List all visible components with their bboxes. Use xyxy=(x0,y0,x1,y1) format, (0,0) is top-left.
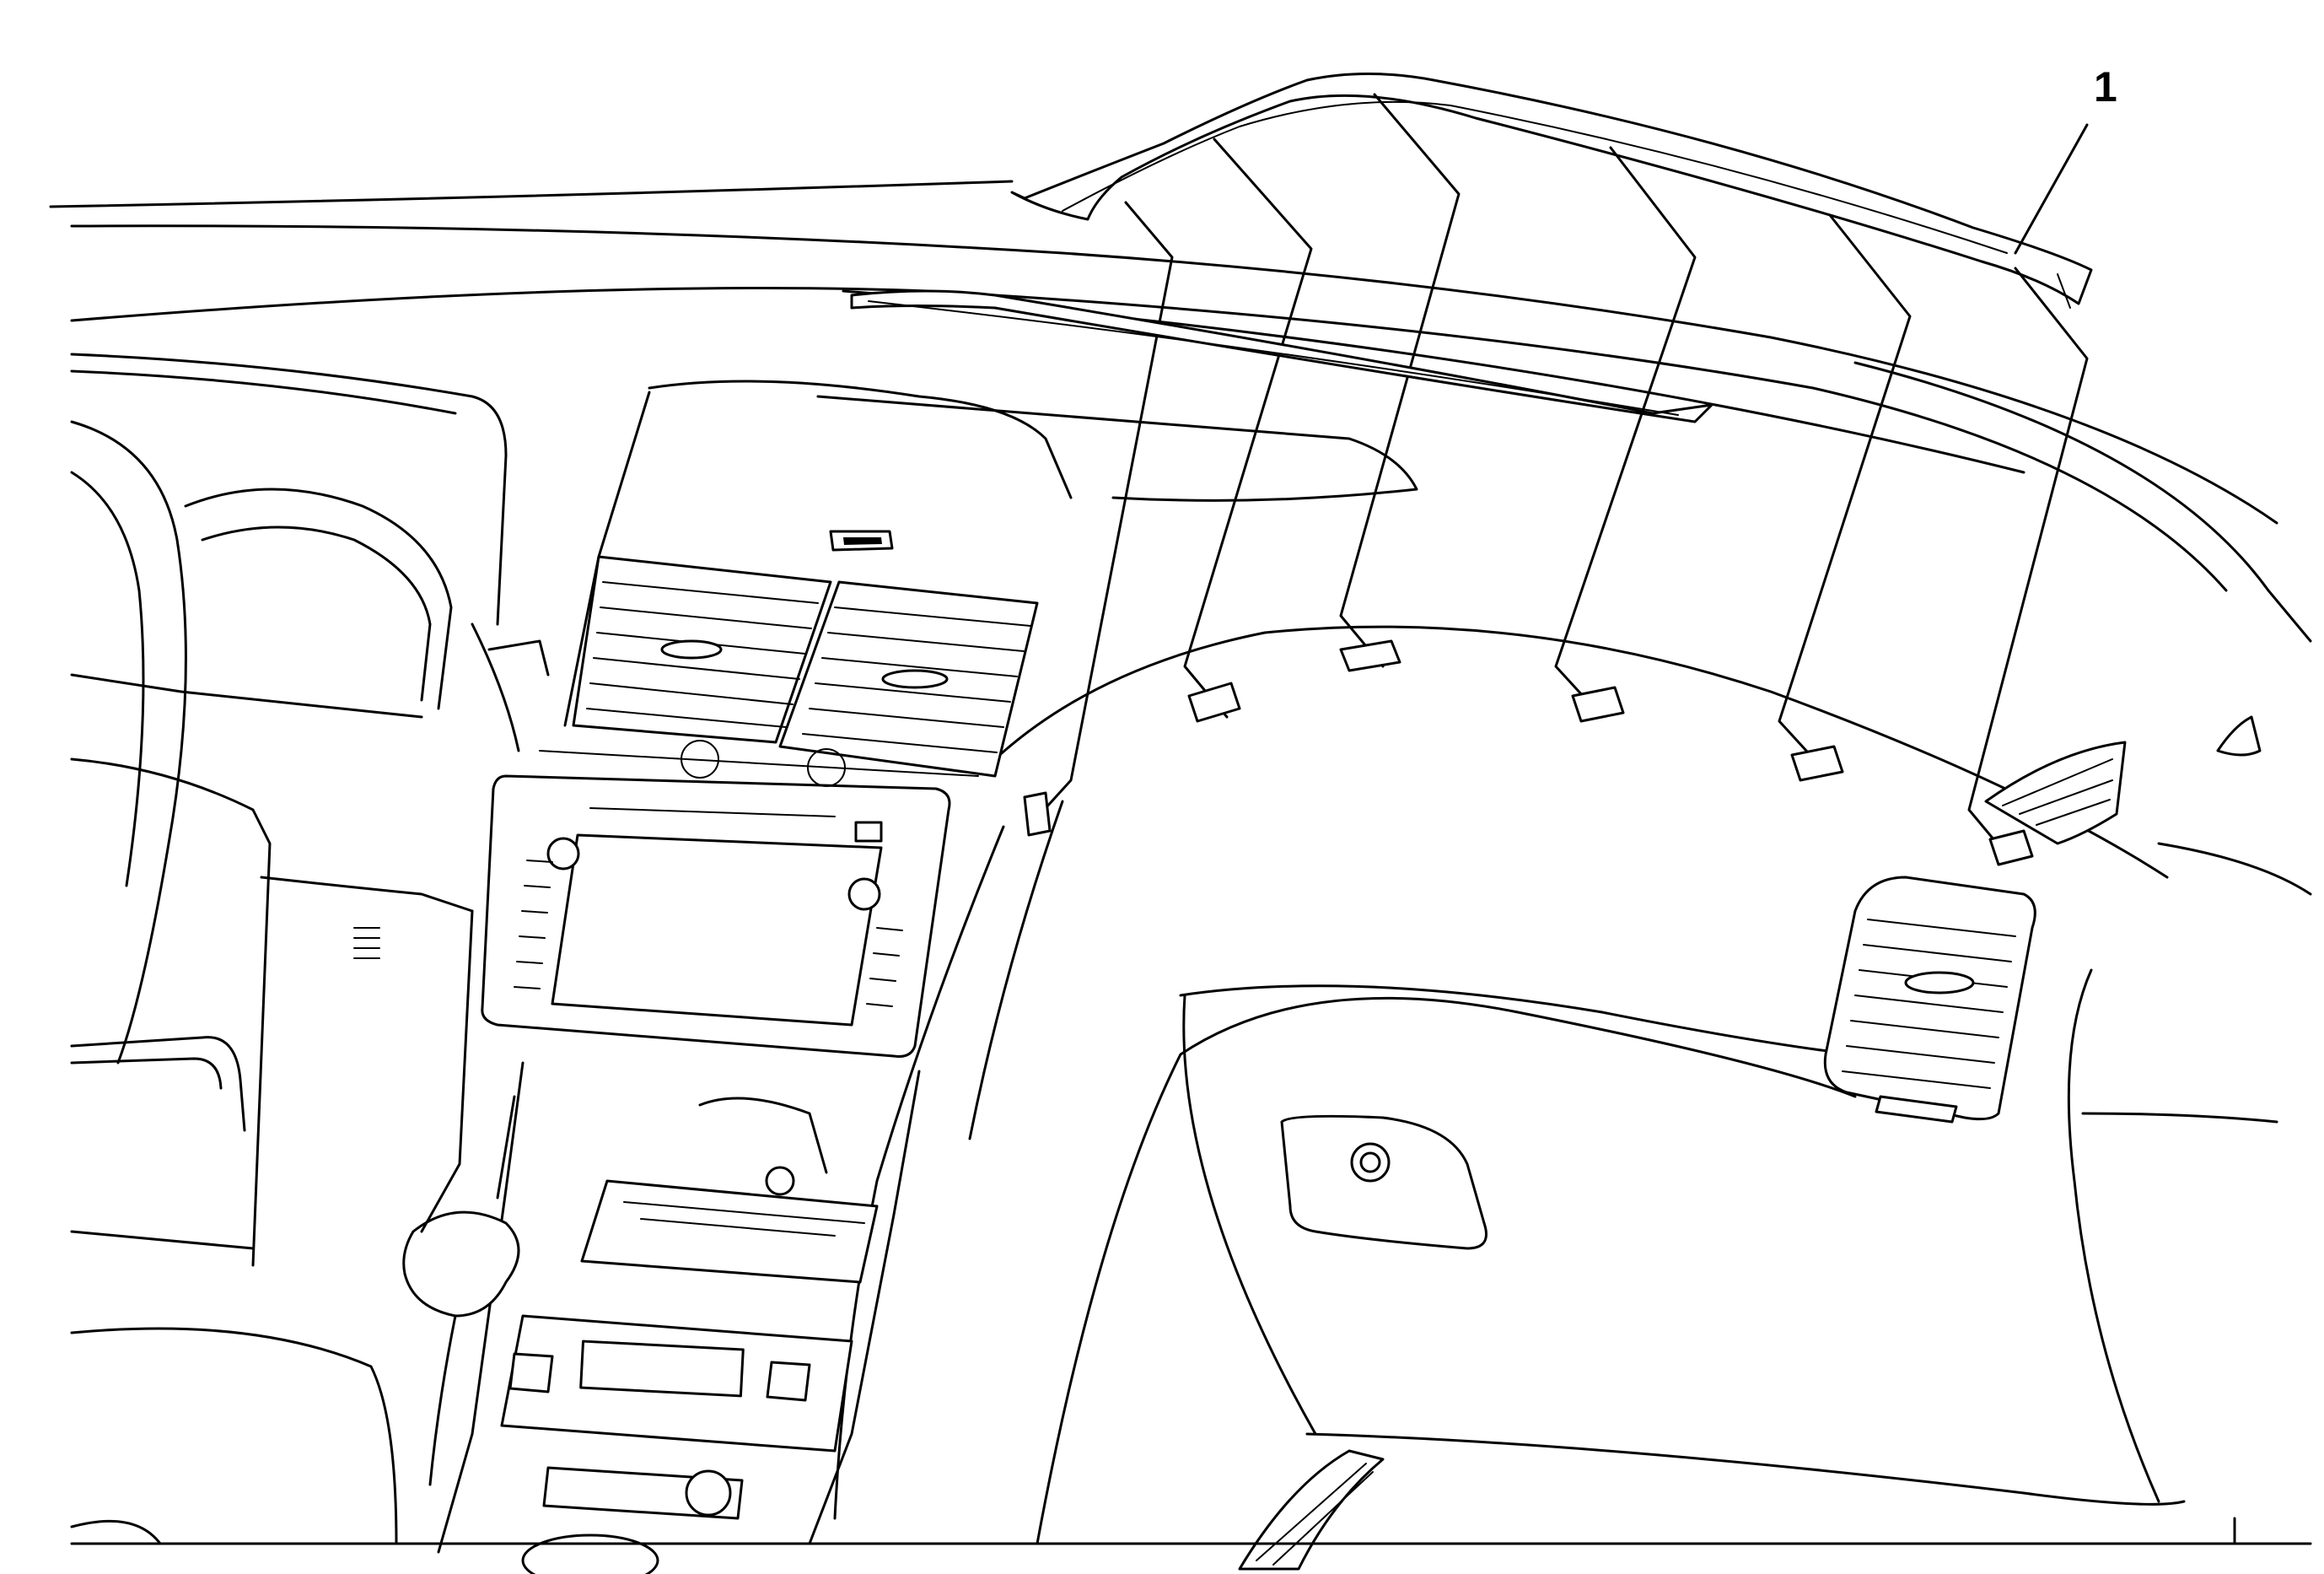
callout-1-leader xyxy=(2014,123,2089,255)
passenger-vent xyxy=(1823,876,2036,1124)
center-vent-left xyxy=(572,555,832,744)
center-stack-bezel xyxy=(471,623,550,1199)
clip-pockets xyxy=(1023,639,2034,866)
bottom-edge xyxy=(70,1517,2312,1545)
pedal-vents xyxy=(353,927,380,959)
glove-box xyxy=(1182,994,1487,1436)
center-console-lower xyxy=(437,1061,921,1574)
radio-display-unit xyxy=(481,740,979,1058)
callout-1-label: 1 xyxy=(2094,63,2117,111)
floor-vent xyxy=(1238,1449,1385,1571)
upper-trim-panel xyxy=(1010,73,2093,309)
driver-lower-panel xyxy=(70,757,474,1545)
clip-projection-lines xyxy=(1027,93,2089,862)
steering-wheel xyxy=(70,420,246,1132)
side-window-vent xyxy=(1984,715,2262,845)
center-vent-right xyxy=(778,580,1039,778)
defrost-vent xyxy=(850,289,1713,423)
instrument-cluster xyxy=(70,353,508,719)
shift-handle xyxy=(402,1210,520,1486)
callout-1: 1 xyxy=(2014,63,2117,255)
